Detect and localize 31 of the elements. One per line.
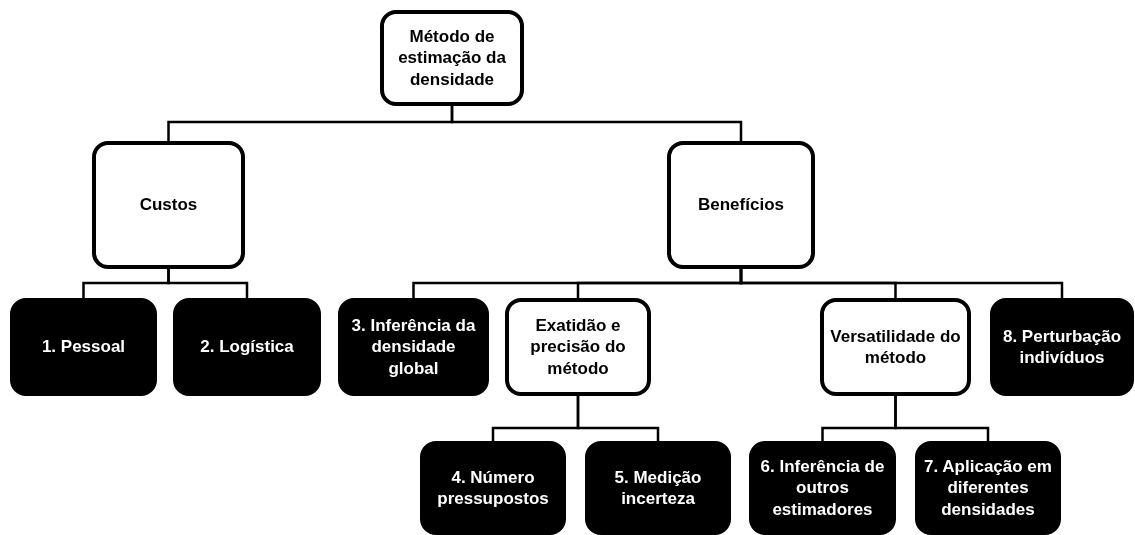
outlined-box bbox=[667, 141, 815, 269]
node-label: 5. Medição incerteza bbox=[613, 466, 703, 510]
connector-line bbox=[894, 396, 990, 441]
dark-box bbox=[420, 441, 566, 535]
outlined-box bbox=[92, 141, 245, 269]
node-label: Versatilidade do método bbox=[829, 325, 962, 369]
dark-box bbox=[915, 441, 1061, 535]
node-label: Benefícios bbox=[697, 194, 785, 216]
dark-box bbox=[749, 441, 896, 535]
dark-box bbox=[338, 298, 489, 396]
node-label: 3. Inferência da densidade global bbox=[350, 315, 477, 379]
connector-line bbox=[576, 396, 660, 441]
node-label: 6. Inferência de outros estimadores bbox=[759, 456, 886, 520]
node-label: Custos bbox=[138, 194, 199, 216]
node-label: 1. Pessoal bbox=[40, 336, 127, 358]
node-label: Método de estimação da densidade bbox=[397, 26, 507, 90]
dark-box bbox=[990, 298, 1134, 396]
node-label: 7. Aplicação em diferentes densidades bbox=[923, 456, 1053, 520]
dark-box bbox=[173, 298, 321, 396]
dark-box bbox=[585, 441, 731, 535]
node-label: 8. Perturbação indivíduos bbox=[1001, 325, 1123, 369]
node-label: Exatidão e precisão do método bbox=[529, 315, 627, 379]
node-label: 4. Número pressupostos bbox=[436, 466, 550, 510]
connector-line bbox=[167, 269, 249, 298]
outlined-box bbox=[380, 10, 524, 106]
outlined-box bbox=[820, 298, 971, 396]
node-label: 2. Logística bbox=[199, 336, 295, 358]
dark-box bbox=[10, 298, 157, 396]
connector-line bbox=[450, 106, 743, 141]
outlined-box bbox=[505, 298, 651, 396]
connector-line bbox=[739, 269, 1064, 298]
